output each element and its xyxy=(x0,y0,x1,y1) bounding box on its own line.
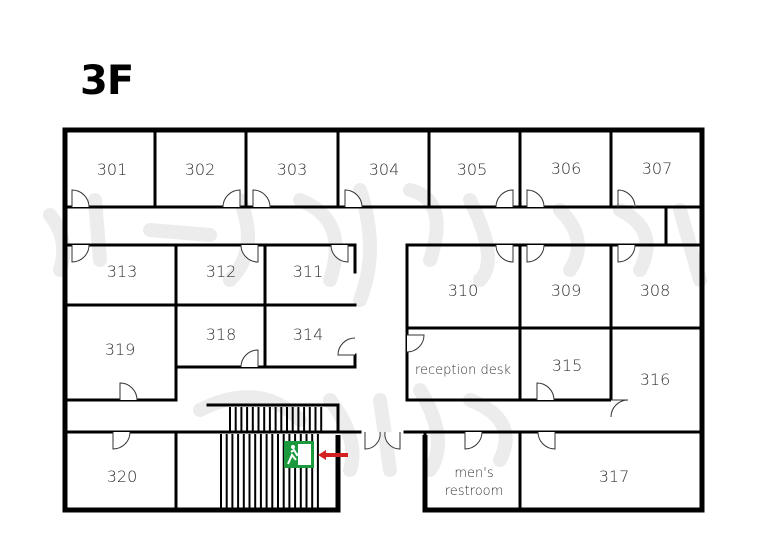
room-313[interactable]: 313 xyxy=(107,262,138,281)
room-320[interactable]: 320 xyxy=(107,467,138,486)
exit-arrow-icon xyxy=(318,450,348,460)
room-303[interactable]: 303 xyxy=(277,160,308,179)
restroom-label-line1[interactable]: men's xyxy=(454,466,493,481)
room-306[interactable]: 306 xyxy=(551,159,582,178)
room-305[interactable]: 305 xyxy=(457,160,488,179)
reception-desk-label[interactable]: reception desk xyxy=(415,363,512,378)
room-312[interactable]: 312 xyxy=(206,262,237,281)
room-311[interactable]: 311 xyxy=(293,262,324,281)
top-row-walls xyxy=(63,128,704,247)
restroom-label-line2[interactable]: restroom xyxy=(445,484,504,499)
room-314[interactable]: 314 xyxy=(293,325,324,344)
room-317[interactable]: 317 xyxy=(599,467,630,486)
floor-title: 3F xyxy=(80,58,134,104)
outer-wall-left-lower xyxy=(62,432,341,513)
room-315[interactable]: 315 xyxy=(552,356,583,375)
watermark xyxy=(43,183,707,477)
emergency-exit-icon xyxy=(287,444,311,465)
doors xyxy=(71,189,636,450)
room-301[interactable]: 301 xyxy=(97,160,128,179)
room-308[interactable]: 308 xyxy=(640,281,671,300)
room-318[interactable]: 318 xyxy=(206,325,237,344)
middle-walls xyxy=(63,243,704,434)
room-304[interactable]: 304 xyxy=(369,160,400,179)
room-302[interactable]: 302 xyxy=(185,160,216,179)
room-310[interactable]: 310 xyxy=(448,281,479,300)
room-307[interactable]: 307 xyxy=(642,159,673,178)
room-309[interactable]: 309 xyxy=(551,281,582,300)
room-316[interactable]: 316 xyxy=(640,370,671,389)
room-labels: 301 302 303 304 305 306 307 308 309 310 … xyxy=(97,159,673,499)
exit-sign xyxy=(284,441,314,468)
room-319[interactable]: 319 xyxy=(105,340,136,359)
